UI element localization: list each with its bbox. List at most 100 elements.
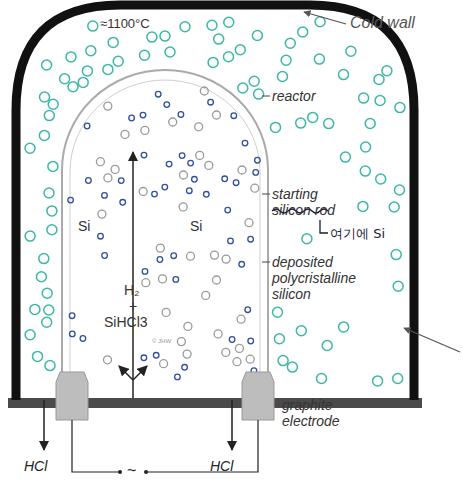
gas-particle	[248, 236, 254, 242]
gas-particle	[315, 17, 325, 27]
gas-particle	[187, 252, 195, 260]
gas-particle	[118, 178, 124, 184]
gas-particle	[278, 356, 288, 366]
gas-particle	[237, 315, 245, 323]
gas-particle	[155, 91, 161, 97]
gas-particle	[360, 166, 370, 176]
gas-particle	[40, 92, 50, 102]
gas-particle	[322, 341, 332, 351]
gas-particle	[393, 281, 403, 291]
gas-particle	[141, 152, 147, 158]
gas-particle	[121, 130, 129, 138]
gas-particle	[188, 160, 194, 166]
annotation-arrow	[404, 328, 460, 352]
gas-particle	[365, 119, 375, 129]
gas-particle	[142, 269, 148, 275]
terminal	[118, 470, 122, 474]
gas-particle	[222, 348, 230, 356]
leader-line	[262, 194, 270, 195]
gas-particle	[36, 272, 46, 282]
gas-particle	[30, 304, 40, 314]
gas-particle	[25, 231, 35, 241]
gas-particle	[358, 201, 368, 211]
gas-particle	[88, 21, 98, 31]
gas-particle	[47, 206, 57, 216]
gas-particle	[361, 142, 371, 152]
gas-particle	[395, 103, 405, 113]
gas-arrow	[132, 152, 134, 398]
gas-particle	[160, 31, 170, 41]
gas-particle	[78, 77, 88, 87]
gas-particle	[239, 262, 245, 268]
gas-particle	[69, 313, 75, 319]
gas-particle	[111, 165, 119, 173]
diagram-label: HCl	[210, 458, 233, 474]
gas-particle	[153, 353, 159, 359]
gas-particle	[248, 338, 254, 344]
gas-particle	[180, 171, 188, 179]
gas-particle	[214, 330, 222, 338]
gas-particle	[207, 20, 217, 30]
gas-particle	[159, 275, 167, 283]
gas-particle	[47, 225, 57, 235]
diagram-label: SiHCl3	[104, 314, 148, 330]
gas-particle	[84, 123, 90, 129]
gas-particle	[141, 355, 147, 361]
gas-particle	[39, 130, 49, 140]
gas-particle	[245, 307, 251, 313]
gas-particle	[178, 112, 184, 118]
gas-particle	[339, 322, 349, 332]
gas-particle	[211, 251, 219, 259]
gas-particle	[314, 54, 324, 64]
diagram-label: starting silicon rod	[272, 186, 354, 218]
gas-particle	[140, 112, 146, 118]
gas-particle	[48, 99, 58, 109]
gas-particle	[229, 337, 235, 343]
gas-particle	[44, 111, 54, 121]
gas-particle	[253, 170, 259, 176]
gas-particle	[183, 350, 191, 358]
silicon-rod	[62, 70, 268, 385]
gas-particle	[104, 174, 112, 182]
gas-particle	[140, 50, 150, 60]
gas-particle	[180, 22, 190, 32]
gas-particle	[120, 200, 126, 206]
gas-particle	[238, 83, 248, 93]
gas-particle	[157, 257, 163, 263]
gas-particle	[324, 119, 334, 129]
gas-particle	[213, 276, 221, 284]
exhaust-arrow	[43, 400, 45, 450]
gas-particle	[169, 118, 177, 126]
gas-particle	[246, 355, 254, 363]
gas-particle	[141, 126, 149, 134]
diagram-label: HCl	[24, 458, 47, 474]
gas-particle	[98, 210, 106, 218]
gas-particle	[255, 157, 261, 163]
gas-particle	[235, 45, 245, 55]
gas-particle	[393, 374, 403, 384]
gas-particle	[287, 362, 297, 372]
gas-particle	[376, 174, 386, 184]
gas-particle	[86, 46, 96, 56]
diagram-label: 여기에 Si	[330, 226, 385, 241]
gas-particle	[179, 203, 187, 211]
gas-particle	[192, 177, 198, 183]
gas-particle	[242, 140, 248, 146]
gas-particle	[213, 111, 221, 119]
gas-particle	[225, 207, 231, 213]
gas-particle	[196, 151, 204, 159]
gas-particle	[235, 344, 243, 352]
diagram-label: Si	[190, 218, 202, 234]
gas-particle	[102, 193, 108, 199]
reactor-wall	[16, 5, 414, 400]
gas-particle	[389, 202, 399, 212]
gas-arrow	[133, 366, 147, 380]
graphite-electrode	[56, 372, 88, 420]
gas-particle	[160, 360, 168, 368]
gas-particle	[340, 152, 350, 162]
gas-particle	[80, 336, 86, 342]
gas-particle	[228, 238, 234, 244]
gas-particle	[252, 31, 262, 41]
gas-particle	[177, 338, 185, 346]
